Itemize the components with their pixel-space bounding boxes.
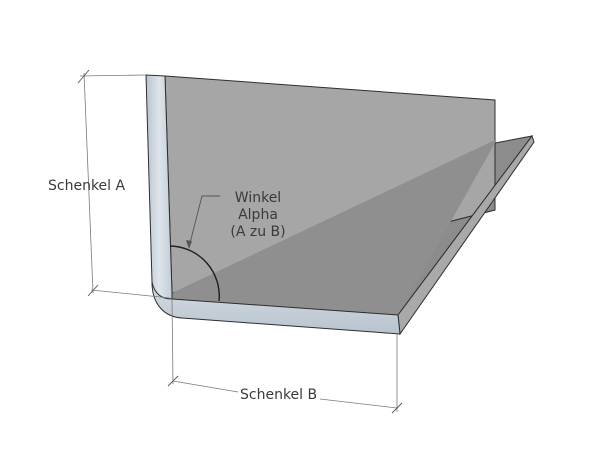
- dimension-a-tick-bottom: [87, 284, 99, 297]
- dimension-a-extension-top: [79, 74, 147, 77]
- angle-leader-arrowhead: [186, 240, 192, 249]
- dimension-b-line-left: [172, 380, 239, 393]
- leg-b-top-face-lit: [172, 140, 495, 315]
- angle-label-line-1: Winkel: [234, 190, 282, 206]
- angle-leader-line: [188, 195, 220, 248]
- dimension-a-extension-bottom: [90, 289, 171, 299]
- leg-b-front-edge: [151, 281, 401, 335]
- leg-a-label: Schenkel A: [48, 178, 126, 194]
- dimension-a-line: [83, 72, 94, 294]
- dimension-b-extension-left: [171, 299, 174, 385]
- angle-label: Winkel Alpha (A zu B): [222, 190, 294, 241]
- dimension-b-tick-left: [167, 375, 179, 387]
- angle-label-line-3: (A zu B): [230, 224, 286, 240]
- angle-alpha-arc: [169, 245, 220, 302]
- angle-label-line-2: Alpha: [238, 207, 278, 223]
- dimension-b-line-right: [319, 398, 398, 409]
- leg-b-label: Schenkel B: [240, 387, 318, 403]
- dimension-a-tick-top: [77, 69, 90, 84]
- dimension-b-tick-right: [391, 402, 403, 414]
